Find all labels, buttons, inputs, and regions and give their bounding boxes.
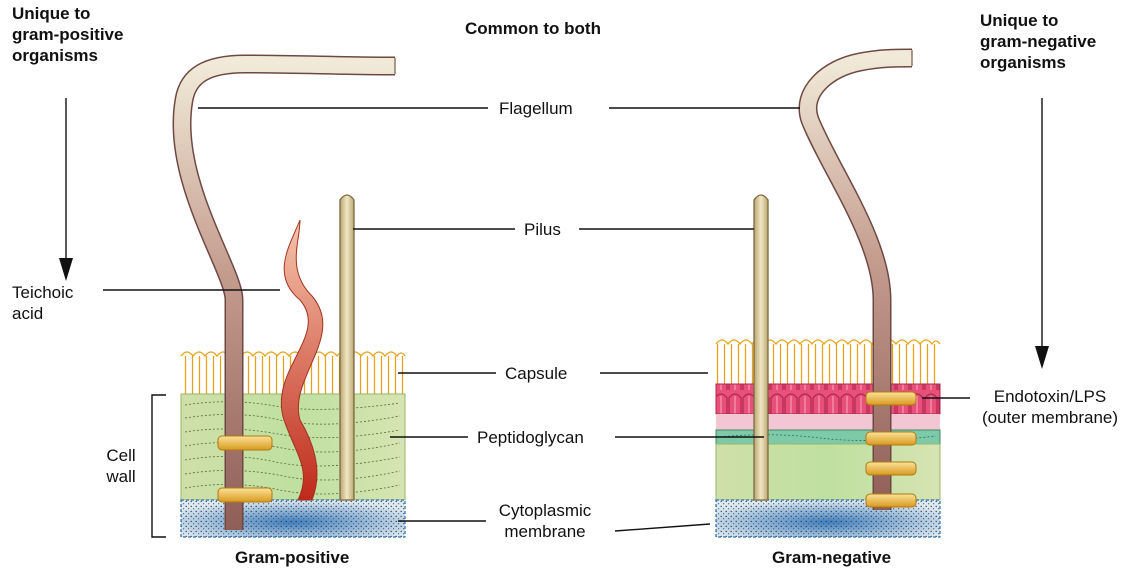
membrane-leader-right <box>615 524 710 531</box>
endotoxin-label: Endotoxin/LPS (outer membrane) <box>970 386 1130 428</box>
gram-positive-panel-title: Gram-positive <box>235 547 349 568</box>
gram-negative-panel-title: Gram-negative <box>772 547 891 568</box>
gn-pilus <box>754 195 768 500</box>
pilus-label: Pilus <box>524 219 561 240</box>
flagellum-label: Flagellum <box>499 98 573 119</box>
gram-negative-unique-header: Unique to gram-negative organisms <box>980 10 1096 73</box>
common-header: Common to both <box>465 18 601 39</box>
gn-arrow-head <box>1035 346 1049 369</box>
cell-wall-bracket <box>152 395 166 537</box>
gp-cytoplasmic-membrane <box>181 500 405 537</box>
gram-positive-cell <box>181 58 405 537</box>
gram-positive-unique-header: Unique to gram-positive organisms <box>12 3 123 66</box>
cytoplasmic-membrane-label: Cytoplasmic membrane <box>480 500 610 542</box>
teichoic-acid-label: Teichoic acid <box>12 282 73 324</box>
peptidoglycan-label: Peptidoglycan <box>477 427 584 448</box>
capsule-label: Capsule <box>505 363 567 384</box>
gn-outer-membrane-lps <box>716 384 940 430</box>
cell-wall-label: Cell wall <box>96 445 146 487</box>
gn-capsule <box>716 340 940 384</box>
gp-pilus <box>340 195 354 500</box>
gram-negative-cell <box>716 50 940 537</box>
gp-arrow-head <box>59 258 73 281</box>
